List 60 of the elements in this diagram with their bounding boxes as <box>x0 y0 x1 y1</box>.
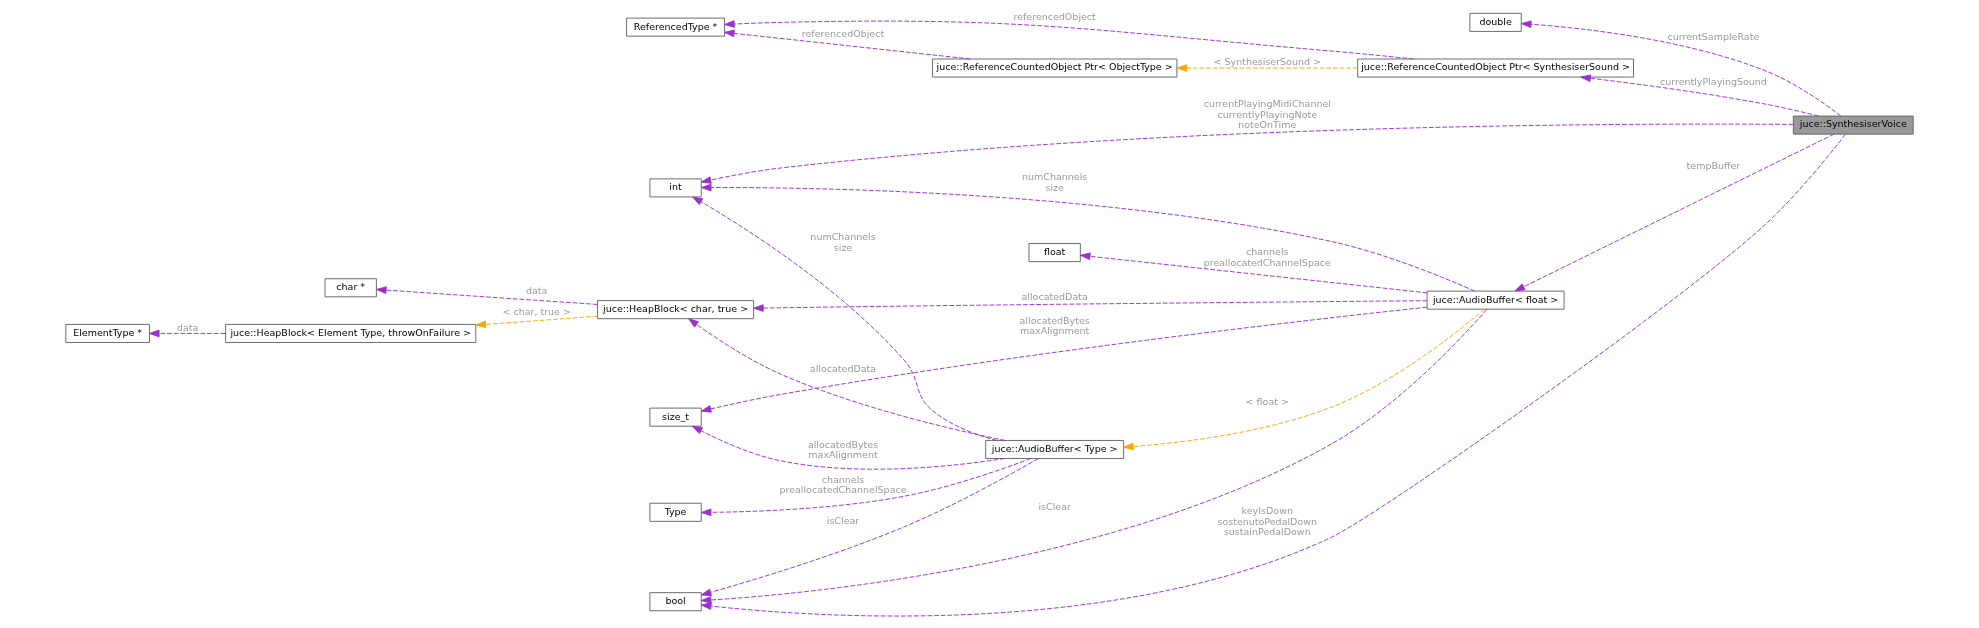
arrow <box>149 329 226 338</box>
edge-label: < float > <box>1245 395 1289 407</box>
node-box: size_t <box>649 407 702 427</box>
node-box: juce::HeapBlock< char, true > <box>597 300 755 320</box>
edge-label: tempBuffer <box>1686 159 1741 171</box>
arrow <box>1123 308 1485 451</box>
node-box: juce::AudioBuffer< Type > <box>985 440 1125 459</box>
arrow <box>1514 133 1835 292</box>
edge-label: isClear <box>826 514 860 526</box>
arrow <box>724 29 971 60</box>
arrow <box>692 425 1005 470</box>
edge-label: allocatedData <box>1021 291 1088 303</box>
arrow <box>376 286 598 305</box>
arrow <box>1176 64 1358 72</box>
arrow <box>1580 74 1819 117</box>
node-box: bool <box>649 592 702 612</box>
arrow <box>700 458 1032 517</box>
node-box: Type <box>649 502 702 522</box>
edge-label: allocatedBytes maxAlignment <box>807 438 879 461</box>
node-box: juce::HeapBlock< Element Type, throwOnFailure > <box>225 323 477 343</box>
edge-label: channels preallocatedChannelSpace <box>1203 246 1331 268</box>
edge-label: allocatedData <box>809 362 877 374</box>
node-box: juce::ReferenceCountedObject Ptr< ObjectType > <box>931 58 1178 78</box>
edge-label: referencedObject <box>1013 10 1096 22</box>
edge-label: numChannels size <box>810 231 876 253</box>
node-box: juce::SynthesiserVoice <box>1792 115 1914 135</box>
arrow <box>753 300 1428 312</box>
node-box: double <box>1469 12 1522 32</box>
edge-label: < SynthesiserSound > <box>1213 56 1321 68</box>
edge-label: referencedObject <box>801 27 885 39</box>
edge-label: currentSampleRate <box>1667 30 1760 42</box>
arrow <box>1521 20 1842 117</box>
edge-label: keyIsDown sostenutoPedalDown sustainPedalDown <box>1217 505 1318 538</box>
arrow <box>692 196 998 441</box>
arrow <box>700 458 1039 597</box>
node-box: char * <box>324 278 377 298</box>
arrow <box>724 20 1414 60</box>
node-box: ElementType * <box>65 323 150 343</box>
arrow <box>701 183 1476 292</box>
edge-label: isClear <box>1038 501 1071 513</box>
edge-label: < char, true > <box>502 306 571 318</box>
edge-label: data <box>525 285 548 297</box>
edge-label: numChannels size <box>1022 171 1088 193</box>
node-box: ReferencedType * <box>626 17 726 37</box>
node-box: float <box>1028 243 1081 263</box>
arrow <box>475 315 598 329</box>
node-box: int <box>649 178 702 198</box>
node-box: juce::ReferenceCountedObject Ptr< SynthesiserSound > <box>1357 58 1634 78</box>
arrow <box>688 318 1006 441</box>
edge-label: currentPlayingMidiChannel currentlyPlayingNote noteOnTime <box>1203 98 1331 130</box>
arrow <box>700 308 1488 604</box>
arrow <box>700 123 1794 184</box>
arrow <box>700 306 1428 413</box>
node-box: juce::AudioBuffer< float > <box>1426 290 1565 310</box>
edge-label: channels preallocatedChannelSpace <box>779 473 907 496</box>
arrow <box>701 133 1846 617</box>
arrow <box>1080 252 1428 294</box>
edge-label: data <box>176 321 199 333</box>
edge-label: allocatedBytes maxAlignment <box>1019 314 1090 337</box>
edge-label: currentlyPlayingSound <box>1659 76 1767 88</box>
